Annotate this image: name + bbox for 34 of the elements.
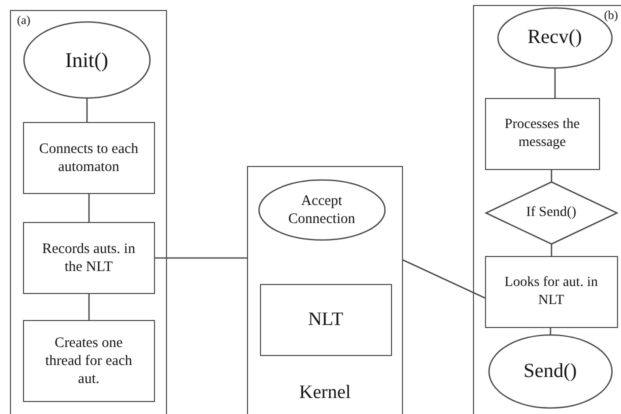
connector-line: [88, 194, 90, 222]
node-label: If Send(): [526, 204, 576, 222]
process-box: [22, 222, 155, 294]
terminal-ellipse: [488, 334, 612, 408]
node-label: Records auts. in the NLT: [41, 240, 136, 276]
connector-line: [88, 294, 90, 320]
node-label: NLT: [308, 308, 344, 332]
panel-frame: [10, 10, 167, 414]
connector-line: [402, 259, 486, 299]
panel-label: (b): [604, 8, 618, 23]
process-box: [484, 256, 618, 328]
node-label: Init(): [65, 46, 108, 73]
node-label: Looks for aut. in NLT: [504, 274, 599, 310]
panel-frame: [473, 5, 621, 414]
process-box: [22, 122, 155, 194]
process-box: [260, 284, 392, 356]
decision-diamond: [486, 182, 617, 244]
connector-line: [550, 170, 552, 182]
connector-line: [554, 68, 556, 98]
node-label: Creates one thread for each aut.: [44, 334, 134, 388]
node-label: Send(): [524, 358, 577, 384]
process-box: [22, 320, 155, 402]
process-box: [484, 98, 600, 170]
connector-line: [550, 244, 552, 256]
panel-label: Kernel: [298, 381, 352, 405]
panel-frame: [247, 166, 403, 414]
connector-line: [86, 98, 88, 122]
panel-label: (a): [17, 13, 30, 28]
node-label: Processes the message: [504, 116, 581, 152]
connector-line: [155, 257, 247, 259]
terminal-ellipse: [258, 180, 385, 240]
node-label: Connects to each automaton: [38, 140, 140, 176]
node-label: Accept Connection: [287, 192, 356, 228]
node-label: Recv(): [527, 25, 582, 50]
